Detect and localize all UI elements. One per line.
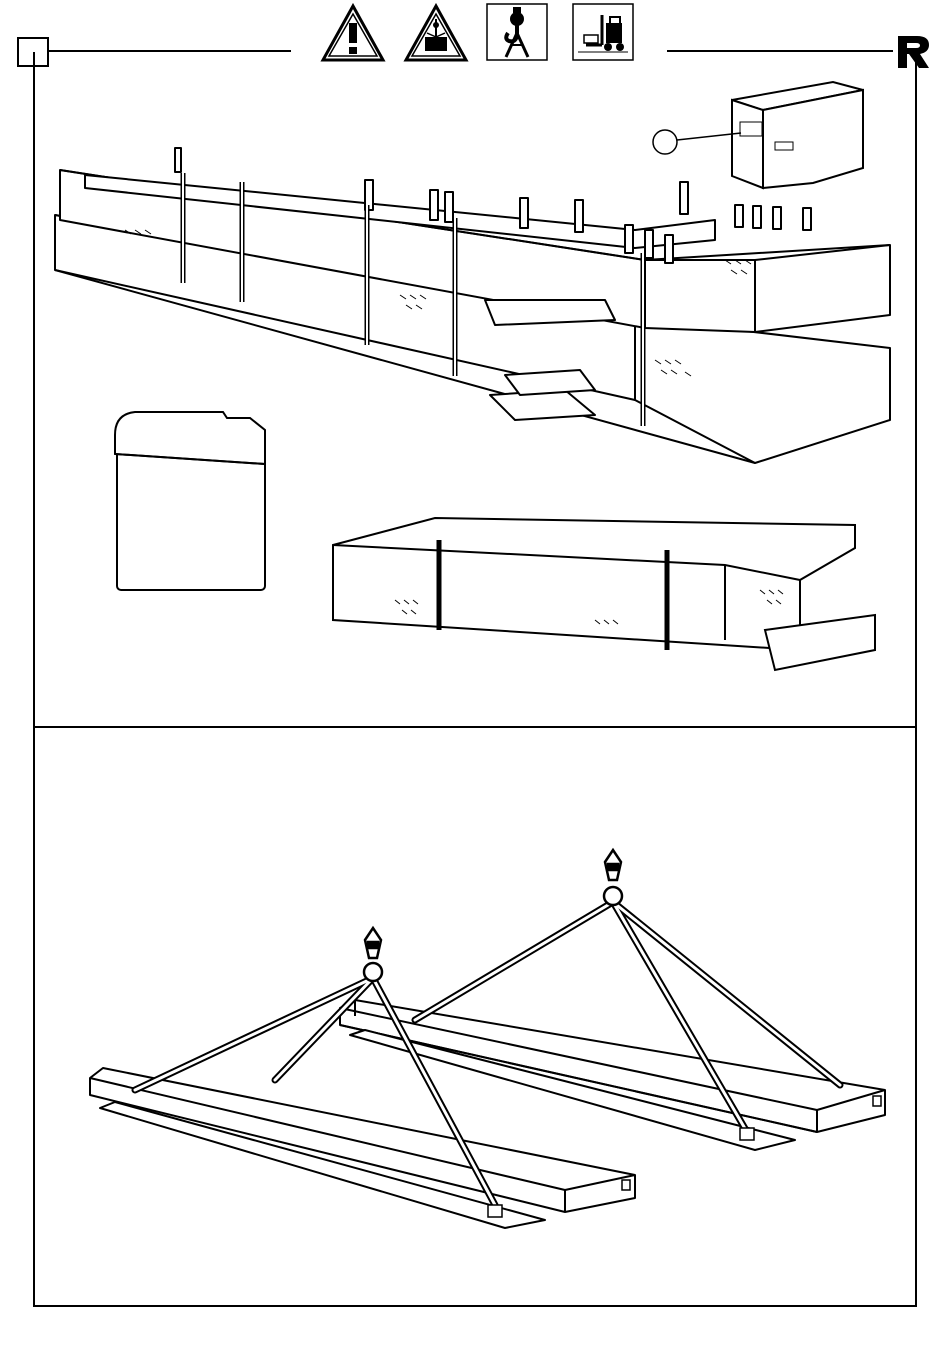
top-panel-illustration	[35, 70, 915, 720]
crane-hook-left	[364, 928, 382, 981]
bottom-panel-illustration	[35, 840, 915, 1240]
crane-hook-right	[604, 850, 622, 905]
small-parts-carton	[115, 412, 265, 590]
callout-circle	[653, 130, 677, 154]
long-crate	[333, 518, 875, 670]
container-box	[732, 82, 863, 188]
